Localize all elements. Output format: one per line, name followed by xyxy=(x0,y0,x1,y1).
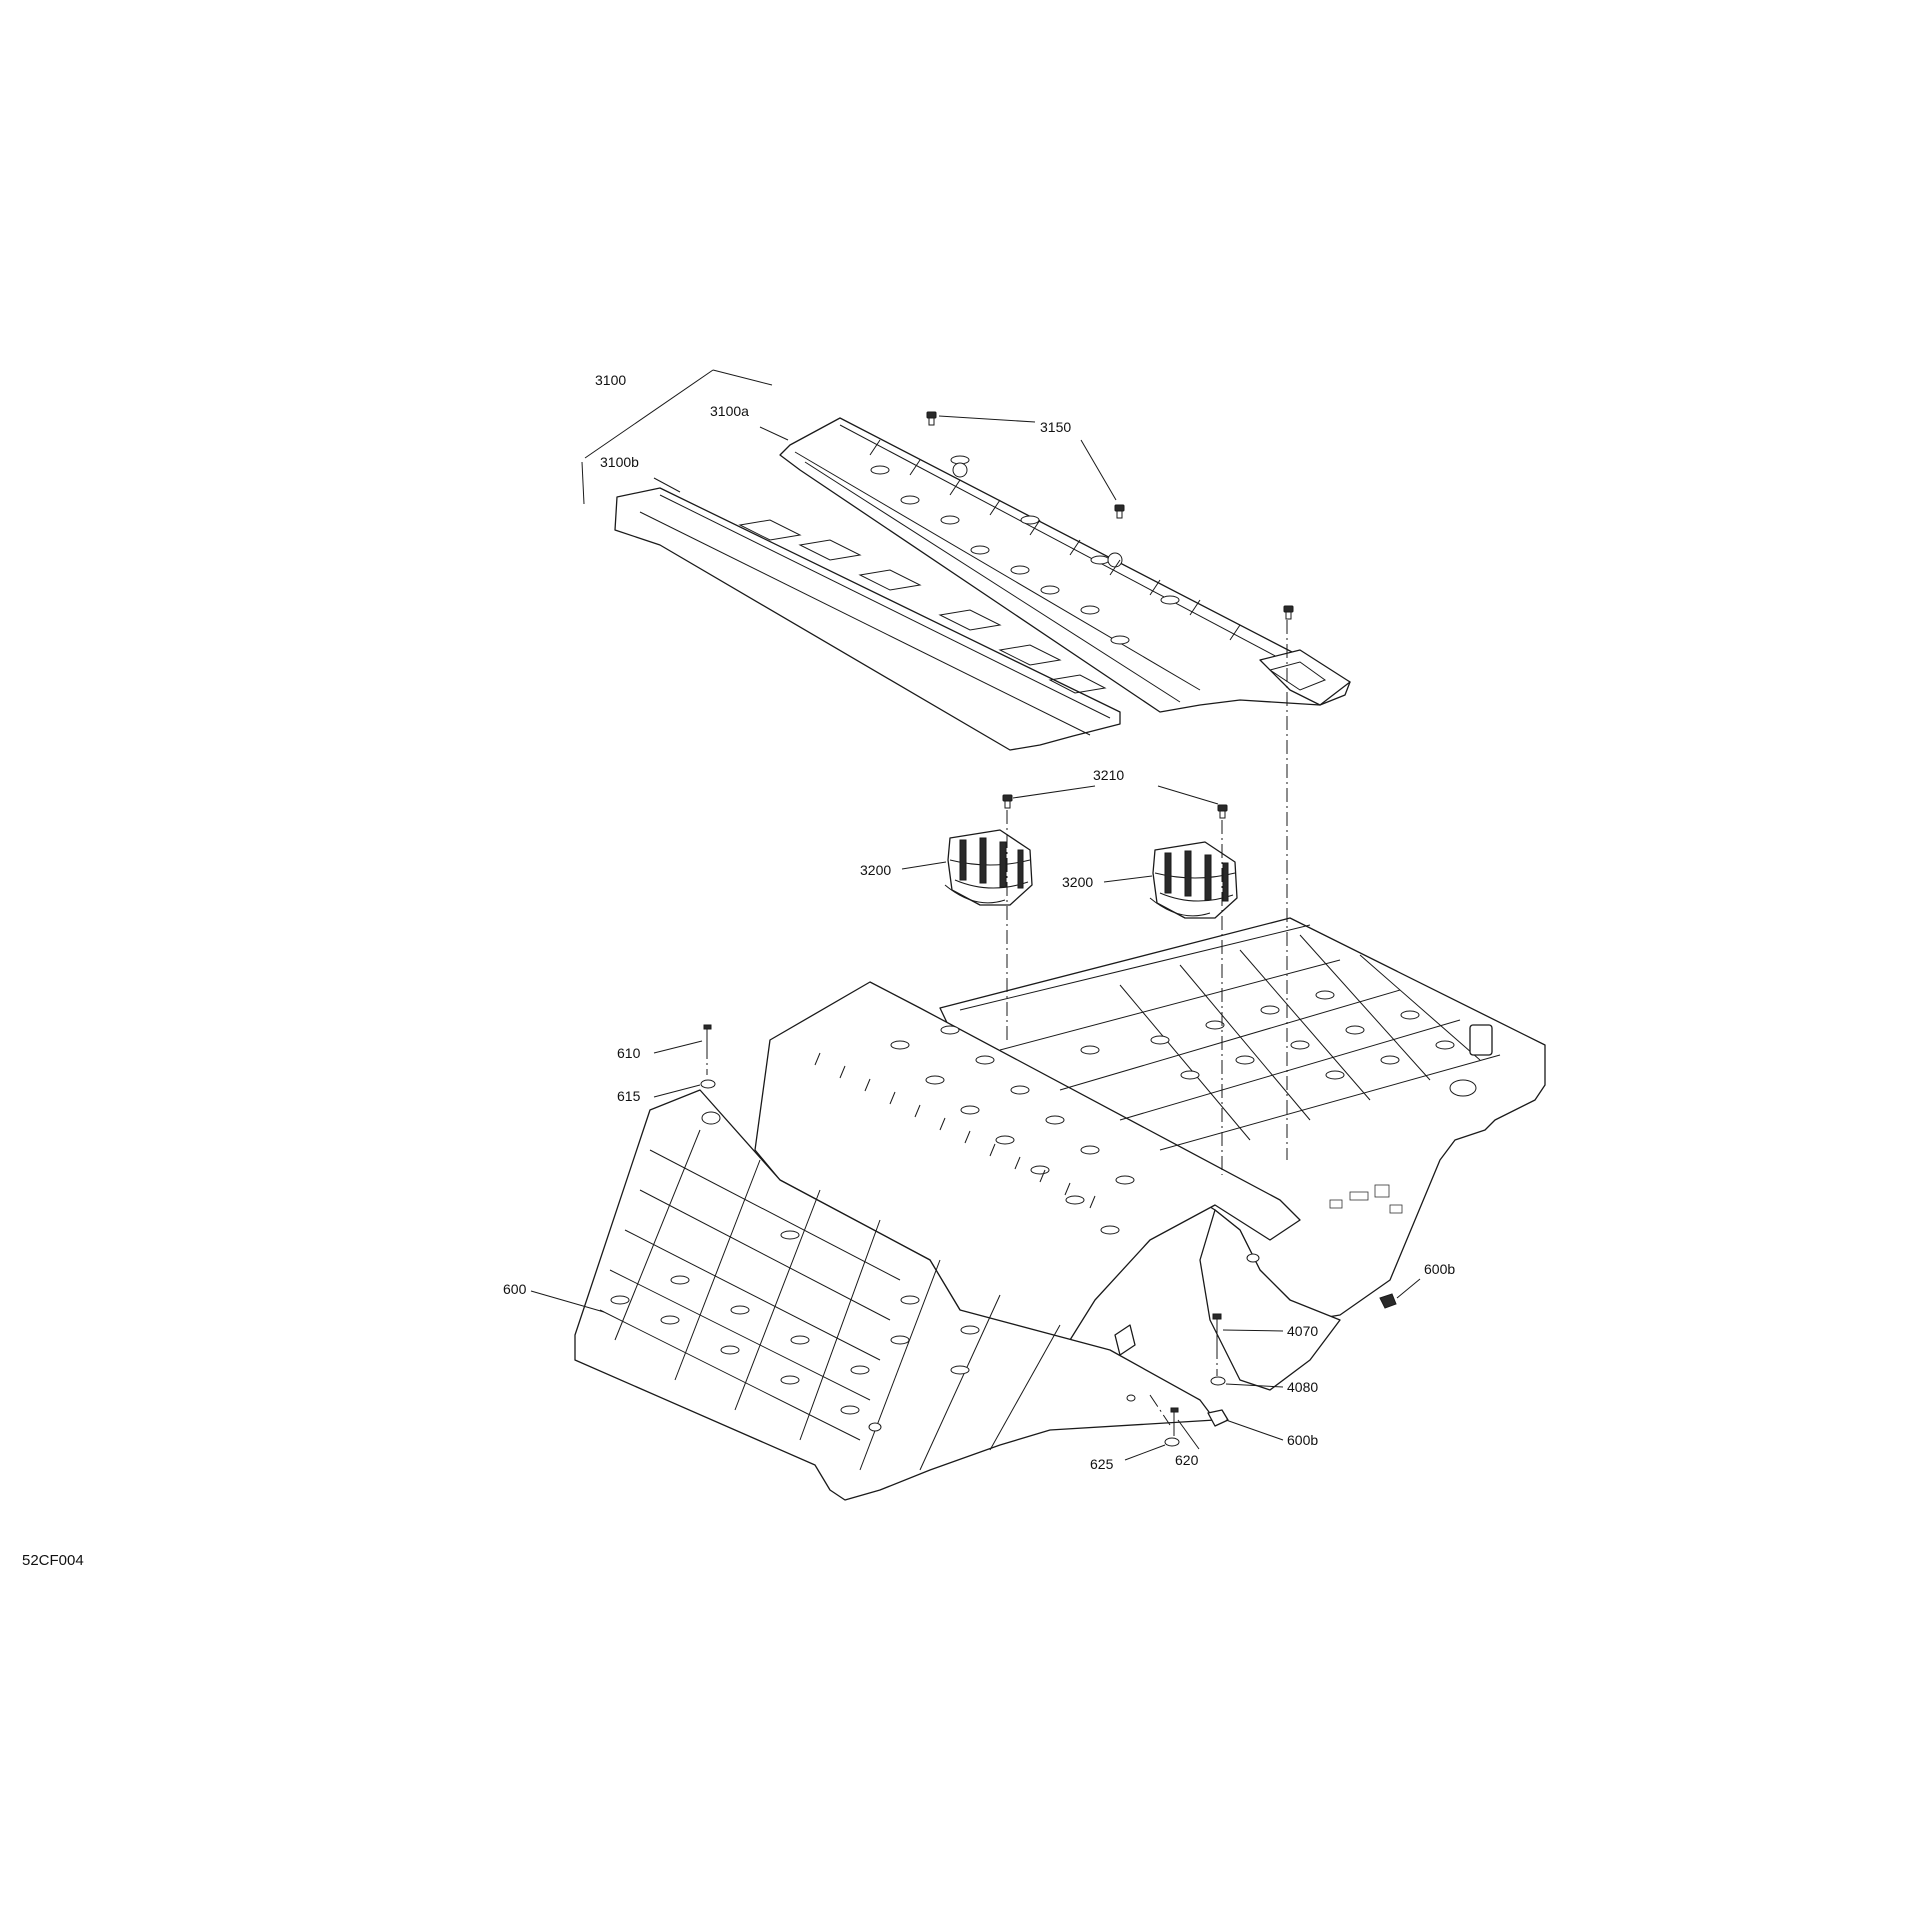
screw-610 xyxy=(703,1024,712,1045)
diagram-code: 52CF004 xyxy=(22,1552,84,1569)
clip-600b-top xyxy=(1379,1293,1397,1309)
part-3100b-liner xyxy=(614,487,1121,751)
screw-3210-b xyxy=(1217,804,1228,819)
callout-3200-left: 3200 xyxy=(860,862,891,878)
washer-615 xyxy=(700,1079,716,1089)
bracket-3200-left xyxy=(944,829,1033,906)
screw-3150-c xyxy=(1283,605,1294,620)
floor-tunnel-ribs xyxy=(814,1052,1096,1209)
floor-tunnel-holes xyxy=(890,1025,1135,1235)
floor-panels-left xyxy=(599,1129,1061,1471)
washer-625 xyxy=(1164,1437,1180,1447)
screw-3150-a xyxy=(926,411,937,426)
callout-labels: 3100 3100a 3100b 3150 3210 3200 3200 610… xyxy=(503,372,1455,1472)
assembly-center-lines xyxy=(706,620,1288,1436)
screw-3150-b xyxy=(1114,504,1125,519)
callout-3150: 3150 xyxy=(1040,419,1071,435)
callout-600b-bottom: 600b xyxy=(1287,1432,1318,1448)
floor-holes-right xyxy=(1080,990,1455,1080)
clip-600b-bottom xyxy=(1207,1409,1229,1427)
screw-4070 xyxy=(1212,1313,1222,1345)
tunnel-cover-ribs xyxy=(869,439,1241,641)
floor-holes-left xyxy=(610,1230,980,1415)
callout-3100a: 3100a xyxy=(710,403,749,419)
callout-600: 600 xyxy=(503,1281,527,1297)
callout-620: 620 xyxy=(1175,1452,1199,1468)
callout-4070: 4070 xyxy=(1287,1323,1318,1339)
leader-lines xyxy=(530,369,1421,1461)
callout-4080: 4080 xyxy=(1287,1379,1318,1395)
callout-610: 610 xyxy=(617,1045,641,1061)
callout-615: 615 xyxy=(617,1088,641,1104)
tunnel-cover-holes xyxy=(870,455,1180,645)
callout-3100: 3100 xyxy=(595,372,626,388)
callout-625: 625 xyxy=(1090,1456,1114,1472)
part-600-floor xyxy=(574,917,1546,1501)
bracket-3200-right xyxy=(1149,841,1238,919)
callout-3210: 3210 xyxy=(1093,767,1124,783)
callout-600b-top: 600b xyxy=(1424,1261,1455,1277)
washer-4080 xyxy=(1210,1376,1226,1386)
part-3100a-tunnel-cover xyxy=(779,417,1351,713)
callout-3200-right: 3200 xyxy=(1062,874,1093,890)
screw-3210-a xyxy=(1002,794,1013,809)
callout-3100b: 3100b xyxy=(600,454,639,470)
screw-620 xyxy=(1170,1407,1179,1422)
floor-panels-right xyxy=(959,924,1501,1151)
